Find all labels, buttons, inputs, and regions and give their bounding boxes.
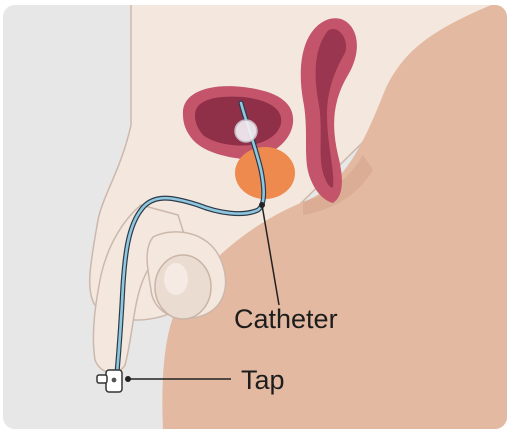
- tap-label: Tap: [241, 365, 285, 395]
- testicle-highlight: [164, 263, 188, 295]
- balloon-icon: [235, 120, 257, 142]
- catheter-label: Catheter: [234, 304, 338, 334]
- catheter-diagram: Catheter Tap: [3, 5, 507, 429]
- catheter-leader-dot: [259, 202, 265, 208]
- tap-leader-dot: [125, 376, 131, 382]
